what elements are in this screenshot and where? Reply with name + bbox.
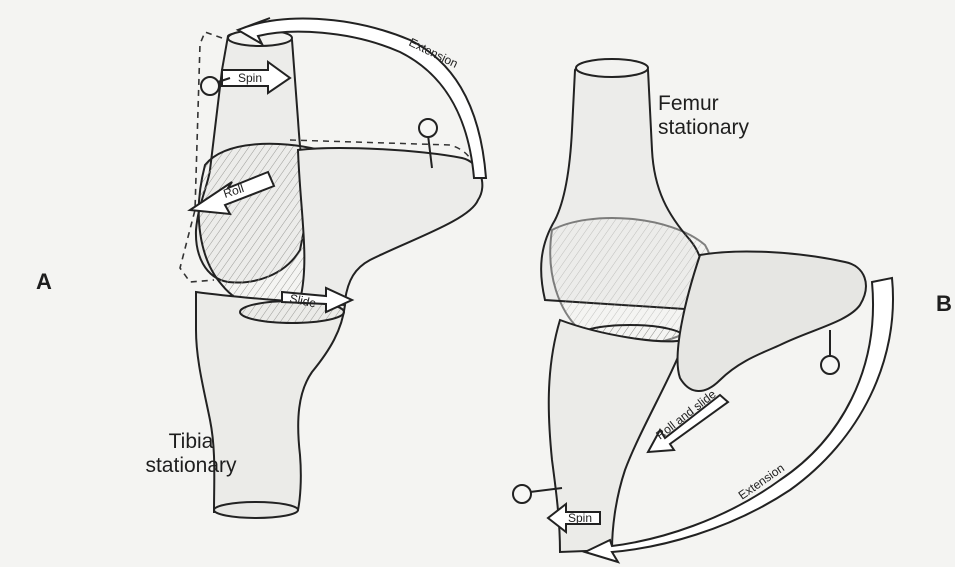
panel-a-spin-label: Spin [238, 71, 262, 85]
panel-b-spin-label: Spin [568, 511, 592, 525]
panel-b-letter: B [936, 291, 952, 316]
panel-b-tibia-marker [513, 485, 531, 503]
panel-b-extended-marker [821, 356, 839, 374]
panel-a-letter: A [36, 269, 52, 294]
panel-b-stationary-caption: Femur stationary [658, 92, 768, 140]
panel-a-spin-marker [201, 77, 219, 95]
panel-a-stationary-caption: Tibia stationary [136, 430, 246, 478]
panel-a-tibia-marker [419, 119, 437, 137]
panel-b-femur-top [576, 59, 648, 77]
panel-a-tibia-base [214, 502, 298, 518]
